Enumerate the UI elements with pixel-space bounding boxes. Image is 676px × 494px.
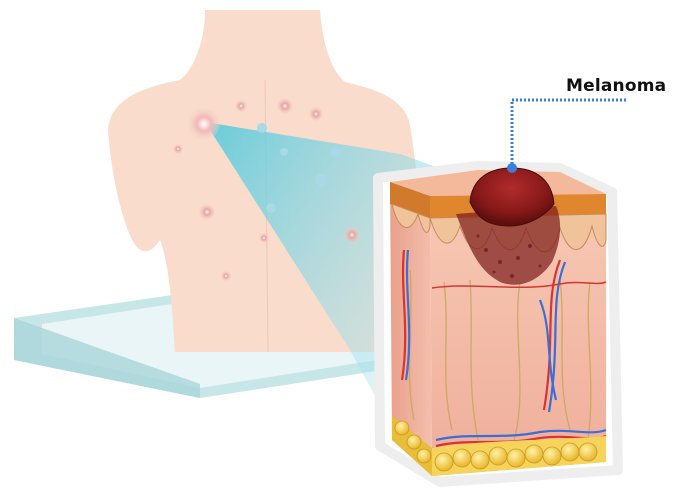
red-spot-icon (344, 227, 360, 243)
callout-dot-icon (507, 163, 517, 173)
callout-leader (507, 100, 628, 173)
red-spot-icon (331, 147, 341, 157)
red-spot-icon (277, 98, 293, 114)
red-spot-icon (266, 203, 276, 213)
red-spot-icon (235, 100, 247, 112)
red-spot-icon (309, 107, 323, 121)
red-spot-icon (280, 148, 288, 156)
red-spot-icon (315, 174, 327, 186)
red-spot-icon (199, 204, 215, 220)
red-spot-icon (173, 144, 183, 154)
red-spot-icon (221, 271, 231, 281)
skin-cross-section (378, 166, 618, 482)
red-spot-icon (257, 123, 267, 133)
red-spot-icon (259, 233, 269, 243)
melanoma-label: Melanoma (566, 76, 666, 96)
red-spot-icon (188, 108, 220, 140)
